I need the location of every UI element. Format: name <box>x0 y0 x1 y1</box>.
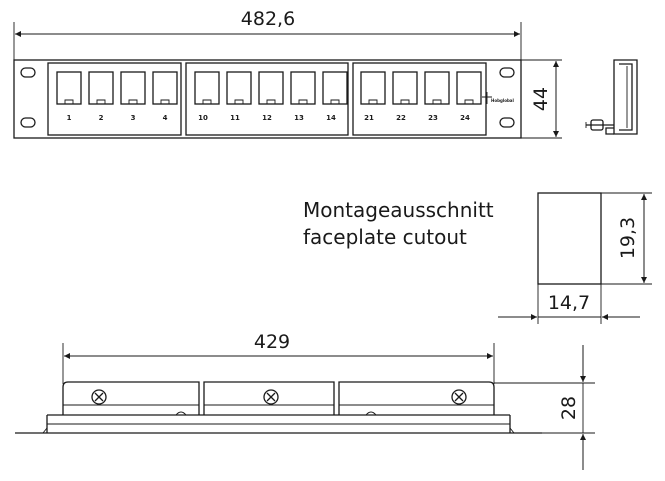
port-latch-notch <box>464 99 474 104</box>
panel-outline <box>13 59 522 139</box>
mount-slot-bottom-right <box>499 117 515 128</box>
port-latch-notch <box>202 99 212 104</box>
brand-logo-text: Hobglobal <box>491 98 515 103</box>
port-latch-notch <box>160 99 170 104</box>
cutout-caption-german: Montageausschnitt <box>303 198 494 222</box>
port-latch-notch <box>330 99 340 104</box>
bottom-view: 429 <box>15 331 595 470</box>
faceplate-cutout: Montageausschnitt faceplate cutout 19,3 … <box>303 192 652 324</box>
front-height-label: 44 <box>530 87 552 111</box>
port-openings <box>56 71 482 105</box>
module-housings <box>47 381 510 425</box>
screw-icon <box>263 389 279 405</box>
front-width-dimension: 482,6 <box>13 8 522 62</box>
side-view <box>585 59 638 135</box>
cutout-width-label: 14,7 <box>548 292 590 314</box>
port-opening <box>120 71 146 105</box>
cutout-caption-english: faceplate cutout <box>303 225 467 249</box>
front-width-label: 482,6 <box>241 8 295 30</box>
screw-icon <box>91 389 107 405</box>
port-opening <box>424 71 450 105</box>
port-number: 12 <box>262 114 272 122</box>
cutout-height-label: 19,3 <box>617 217 639 259</box>
port-latch-notch <box>234 99 244 104</box>
port-numbers: 1 2 3 4 10 11 12 13 14 21 22 23 24 <box>67 114 470 122</box>
port-latch-notch <box>298 99 308 104</box>
port-opening <box>392 71 418 105</box>
port-opening <box>290 71 316 105</box>
front-height-dimension: 44 <box>521 59 562 139</box>
port-number: 3 <box>131 114 136 122</box>
port-opening <box>258 71 284 105</box>
port-latch-notch <box>368 99 378 104</box>
mount-slot-top-left <box>20 67 36 78</box>
port-latch-notch <box>64 99 74 104</box>
port-latch-notch <box>96 99 106 104</box>
front-view: 482,6 1 2 3 4 10 11 12 13 1 <box>13 8 562 139</box>
port-opening <box>56 71 82 105</box>
port-number: 2 <box>99 114 104 122</box>
port-opening <box>152 71 178 105</box>
port-number: 21 <box>364 114 374 122</box>
module-1 <box>47 62 182 136</box>
port-latch-notch <box>266 99 276 104</box>
port-number: 4 <box>163 114 168 122</box>
port-number: 10 <box>198 114 208 122</box>
port-opening <box>322 71 348 105</box>
module-3 <box>352 62 487 136</box>
port-opening <box>456 71 482 105</box>
cutout-height-dimension: 19,3 <box>601 192 652 285</box>
mount-slot-bottom-left <box>20 117 36 128</box>
port-number: 24 <box>460 114 470 122</box>
port-number: 14 <box>326 114 336 122</box>
screw-icon <box>451 389 467 405</box>
port-number: 23 <box>428 114 438 122</box>
bottom-height-label: 28 <box>558 396 580 420</box>
bottom-width-dimension: 429 <box>62 331 495 384</box>
bottom-width-label: 429 <box>254 331 290 353</box>
rack-flange <box>15 414 542 434</box>
port-opening <box>194 71 220 105</box>
port-number: 11 <box>230 114 240 122</box>
bottom-height-dimension: 28 <box>494 345 595 470</box>
cutout-width-dimension: 14,7 <box>498 284 640 324</box>
mount-slot-top-right <box>499 67 515 78</box>
port-number: 22 <box>396 114 406 122</box>
module-2 <box>185 62 349 136</box>
module-outlines <box>47 62 487 136</box>
port-opening <box>360 71 386 105</box>
port-latch-notch <box>400 99 410 104</box>
screws <box>91 389 467 405</box>
port-latch-notch <box>432 99 442 104</box>
port-opening <box>226 71 252 105</box>
mounting-slots <box>20 67 515 128</box>
brand-logo: Hobglobal <box>482 92 515 104</box>
port-number: 13 <box>294 114 304 122</box>
cutout-outline <box>537 192 602 285</box>
port-opening <box>88 71 114 105</box>
port-latch-notch <box>128 99 138 104</box>
port-number: 1 <box>67 114 72 122</box>
